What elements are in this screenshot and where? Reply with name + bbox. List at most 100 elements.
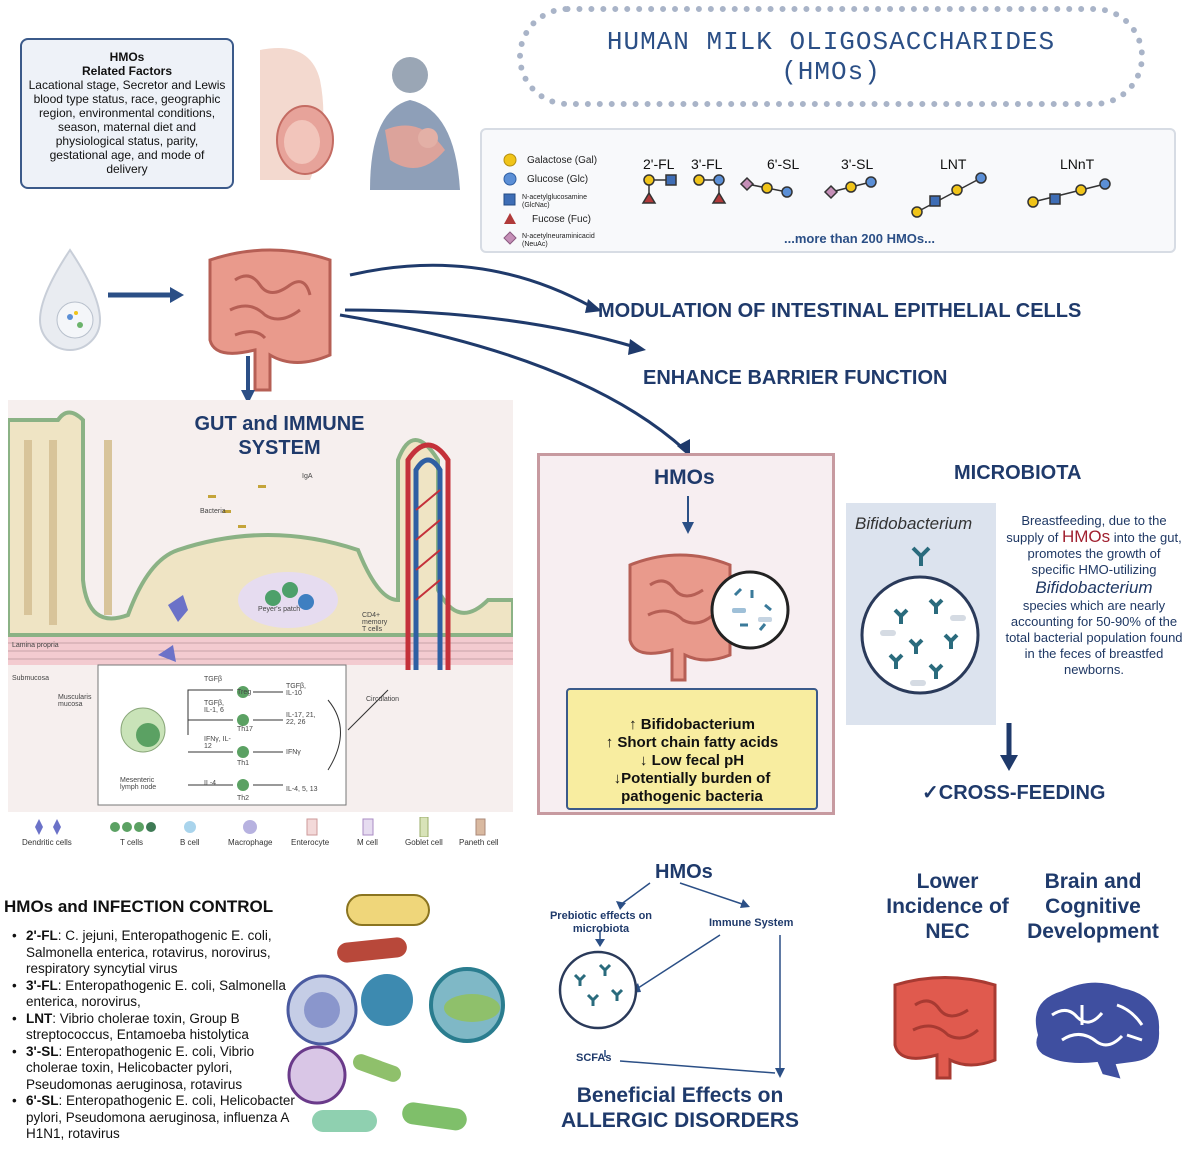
benefit-burden: ↓Potentially burden of bbox=[613, 770, 771, 787]
hmo-structure-glyphs bbox=[641, 172, 1111, 218]
factors-subtitle: Related Factors bbox=[81, 64, 173, 78]
legend-paneth: Paneth cell bbox=[459, 838, 499, 847]
label-cd4: CD4+ memory T cells bbox=[362, 612, 388, 633]
cross-feeding-arrow bbox=[1000, 723, 1018, 771]
legend-bcell: B cell bbox=[180, 838, 200, 847]
label-treg: Treg bbox=[237, 689, 252, 696]
gut-immune-diagram bbox=[8, 400, 513, 812]
structure-label-lnt: LNT bbox=[940, 156, 967, 172]
bifidobacterium-label: Bifidobacterium bbox=[855, 514, 973, 533]
infection-item: 3'-SL: Enteropathogenic E. coli, Vibrio … bbox=[10, 1044, 300, 1094]
nec-line3: NEC bbox=[925, 920, 970, 943]
structure-label-2fl: 2'-FL bbox=[643, 156, 675, 172]
infection-item-key: 3'-FL bbox=[26, 977, 58, 993]
gut-immune-title: GUT and IMMUNE SYSTEM bbox=[182, 412, 377, 460]
label-th2: Th2 bbox=[237, 795, 250, 802]
legend-neuac: N-acetylneuraminicacid (NeuAc) bbox=[522, 233, 595, 248]
label-th17: Th17 bbox=[237, 726, 253, 733]
micro-text-c: species which are nearly accounting for … bbox=[1005, 598, 1183, 677]
brain-icon bbox=[1033, 980, 1162, 1082]
immune-system-label: Immune System bbox=[709, 917, 794, 929]
cell-legend: Dendritic cells T cells B cell Macrophag… bbox=[0, 838, 510, 850]
legend-goblet: Goblet cell bbox=[405, 838, 443, 847]
gut-immune-line1: GUT and IMMUNE bbox=[194, 413, 365, 435]
label-muscularis: Muscularis mucosa bbox=[58, 694, 92, 708]
microbiota-title: MICROBIOTA bbox=[954, 462, 1082, 484]
infection-item-value: : Enteropathogenic E. coli, Helicobacter… bbox=[26, 1093, 295, 1141]
brain-title: Brain and Cognitive Development bbox=[1022, 869, 1164, 944]
modulation-label: MODULATION OF INTESTINAL EPITHELIAL CELL… bbox=[598, 300, 1082, 322]
infection-item-value: : Enteropathogenic E. coli, Salmonella e… bbox=[26, 977, 286, 1010]
mother-baby-illustration bbox=[260, 48, 460, 190]
legend-galactose: Galactose (Gal) bbox=[527, 155, 598, 166]
brain-line1: Brain and bbox=[1044, 870, 1142, 893]
monosaccharide-legend-symbols bbox=[503, 153, 517, 245]
intestine-bacteria-illustration bbox=[628, 553, 790, 682]
legend-glucose: Glucose (Glc) bbox=[527, 174, 589, 185]
nec-title: Lower Incidence of NEC bbox=[880, 869, 1015, 944]
microbiota-description: Breastfeeding, due to the supply of HMOs… bbox=[1005, 513, 1183, 678]
label-tgfb-il16: TGFβ, IL-1, 6 bbox=[204, 700, 224, 714]
label-out-treg: TGFβ, IL-10 bbox=[286, 683, 306, 697]
infection-item-key: 2'-FL bbox=[26, 928, 58, 943]
label-out-th17: IL-17, 21, 22, 26 bbox=[286, 712, 316, 726]
intestine-illustration bbox=[208, 248, 332, 392]
hmos-benefits-box: ↑ Bifidobacterium ↑ Short chain fatty ac… bbox=[566, 688, 818, 810]
milk-to-gut-arrow bbox=[108, 287, 184, 303]
gut-immune-line2: SYSTEM bbox=[238, 437, 321, 459]
allergy-line1: Beneficial Effects on bbox=[576, 1084, 784, 1107]
pathogens-illustration bbox=[286, 894, 505, 1132]
nec-intestine-icon bbox=[893, 976, 997, 1080]
structure-label-6sl: 6'-SL bbox=[767, 156, 800, 172]
label-submucosa: Submucosa bbox=[12, 675, 49, 682]
cross-feeding-label: ✓CROSS-FEEDING bbox=[922, 782, 1106, 804]
benefit-bifido: ↑ Bifidobacterium bbox=[629, 716, 755, 733]
infection-item-key: LNT bbox=[26, 1010, 53, 1026]
label-out-th2: IL-4, 5, 13 bbox=[286, 786, 318, 793]
infection-item: 3'-FL: Enteropathogenic E. coli, Salmone… bbox=[10, 978, 300, 1011]
scfas-label: SCFAs bbox=[576, 1052, 612, 1064]
hmos-down-arrow bbox=[682, 496, 694, 534]
milk-drop-icon bbox=[38, 248, 102, 351]
allergy-line2: ALLERGIC DISORDERS bbox=[560, 1109, 799, 1132]
label-bacteria: Bacteria bbox=[200, 508, 226, 515]
label-out-th1: IFNγ bbox=[286, 749, 301, 756]
benefit-pathogenic: pathogenic bacteria bbox=[621, 788, 763, 805]
related-factors-box: HMOs Related Factors Lacational stage, S… bbox=[20, 38, 234, 189]
factors-body: Lacational stage, Secretor and Lewis blo… bbox=[28, 78, 226, 176]
legend-enterocyte: Enterocyte bbox=[291, 838, 330, 847]
infection-item-key: 3'-SL bbox=[26, 1043, 59, 1059]
infection-title: HMOs and INFECTION CONTROL bbox=[4, 897, 274, 916]
prebiotic-label: Prebiotic effects on microbiota bbox=[549, 910, 653, 935]
hmos-box-title: HMOs bbox=[654, 466, 715, 489]
bifidobacterium-circle bbox=[860, 546, 980, 695]
structure-label-3sl: 3'-SL bbox=[841, 156, 874, 172]
label-circulation: Circulation bbox=[366, 696, 400, 703]
structure-label-3fl: 3'-FL bbox=[691, 156, 723, 172]
micro-text-hmos: HMOs bbox=[1061, 527, 1111, 546]
infection-item-value: : C. jejuni, Enteropathogenic E. coli, S… bbox=[26, 928, 272, 976]
legend-macrophage: Macrophage bbox=[228, 838, 273, 847]
nec-line1: Lower bbox=[916, 870, 979, 893]
micro-text-a: Breastfeeding, due to the supply of bbox=[1006, 513, 1167, 545]
barrier-label: ENHANCE BARRIER FUNCTION bbox=[643, 367, 948, 389]
infection-item-value: : Vibrio cholerae toxin, Group B strepto… bbox=[26, 1010, 249, 1043]
legend-mcell: M cell bbox=[357, 838, 378, 847]
main-title-line2: (HMOs) bbox=[781, 56, 881, 87]
benefit-ph: ↓ Low fecal pH bbox=[639, 752, 745, 769]
infection-item-key: 6'-SL bbox=[26, 1093, 59, 1108]
structure-label-lnnt: LNnT bbox=[1060, 156, 1095, 172]
legend-tcells: T cells bbox=[120, 838, 143, 847]
cell-legend-icons bbox=[35, 817, 486, 837]
infection-list: 2'-FL: C. jejuni, Enteropathogenic E. co… bbox=[10, 928, 300, 1143]
legend-glcnac: N-acetylglucosamine (GlcNac) bbox=[522, 194, 587, 209]
allergy-hmos-title: HMOs bbox=[655, 861, 713, 883]
label-th1: Th1 bbox=[237, 760, 250, 767]
micro-text-bif: Bifidobacterium bbox=[1035, 578, 1153, 597]
label-lamina: Lamina propria bbox=[12, 642, 59, 649]
more-hmos-text: ...more than 200 HMOs... bbox=[784, 231, 935, 246]
label-tgfb: TGFβ bbox=[204, 676, 223, 683]
label-mesenteric: Mesenteric lymph node bbox=[120, 777, 157, 791]
label-iga: IgA bbox=[302, 473, 313, 480]
micro-text-b: into the gut, promotes the growth of spe… bbox=[1027, 530, 1182, 577]
